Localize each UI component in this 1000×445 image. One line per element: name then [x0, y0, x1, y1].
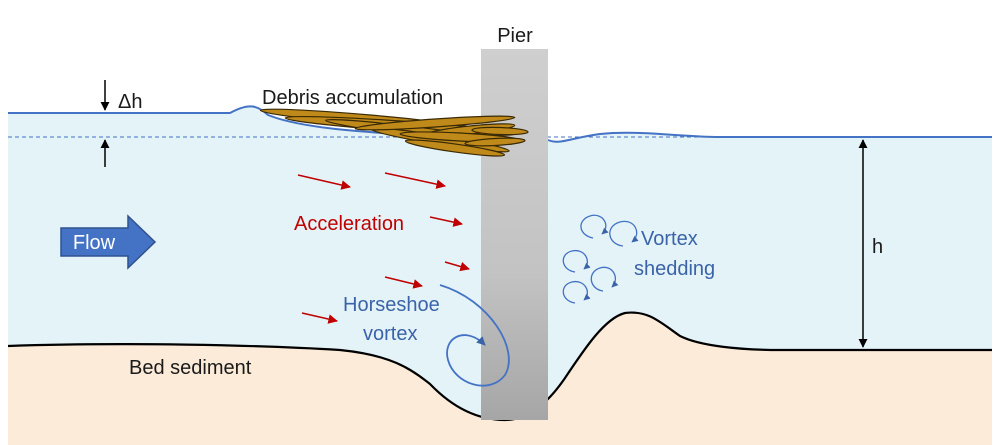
vortex-swirl	[609, 220, 639, 247]
vortex-swirl	[580, 214, 609, 239]
horseshoe-label-line1: Horseshoe	[343, 294, 440, 316]
vortex-label-line2: shedding	[634, 258, 715, 280]
horseshoe-vortex-curve	[439, 284, 510, 387]
acceleration-arrow	[297, 174, 351, 190]
acceleration-arrow	[429, 216, 463, 227]
acceleration-arrows	[297, 172, 470, 324]
horseshoe-label-line2: vortex	[363, 323, 417, 345]
depth-h-label: h	[872, 236, 883, 258]
vortex-swirl	[562, 249, 591, 273]
acceleration-label: Acceleration	[294, 213, 404, 235]
vortex-swirl	[590, 266, 619, 292]
bed-sediment-label: Bed sediment	[129, 357, 252, 379]
debris-label: Debris accumulation	[262, 87, 443, 109]
vortex-shedding-swirls	[562, 214, 639, 304]
pier	[481, 49, 548, 420]
flow-label: Flow	[73, 232, 116, 254]
water-surface-line-downstream	[547, 131, 992, 143]
pier-label: Pier	[497, 25, 533, 47]
acceleration-arrow	[301, 312, 338, 324]
debris-accumulation	[259, 108, 529, 157]
acceleration-arrow	[384, 276, 423, 289]
bed-sediment	[8, 312, 992, 445]
acceleration-arrow	[444, 261, 470, 272]
vortex-label-line1: Vortex	[641, 228, 698, 250]
acceleration-arrow	[384, 172, 446, 189]
delta-h-label: Δh	[118, 91, 142, 113]
flow-arrow	[60, 214, 157, 270]
vortex-swirl	[562, 280, 591, 304]
